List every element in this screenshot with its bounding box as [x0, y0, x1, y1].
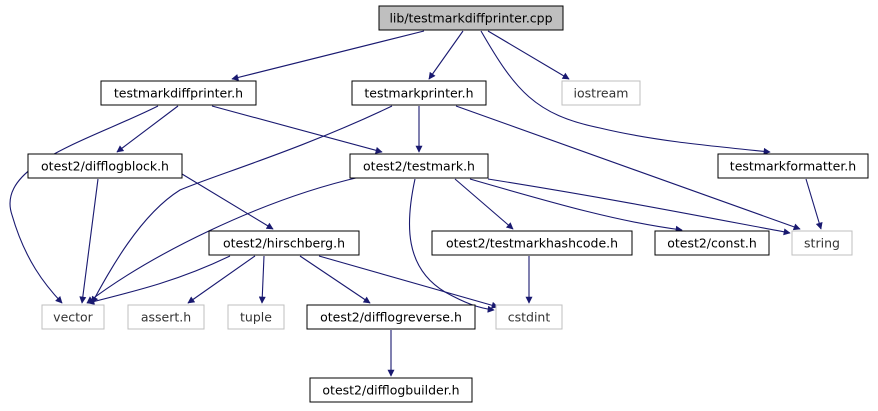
- node-box: [717, 153, 869, 179]
- node-box: [495, 304, 563, 330]
- node-box: [208, 230, 360, 256]
- node-box: [654, 230, 770, 256]
- node-box: [309, 377, 473, 403]
- node-label: testmarkdiffprinter.h: [114, 86, 243, 101]
- edge-testmark-h-to-testmarkhashcode-h: [454, 178, 514, 230]
- node-string: string: [791, 230, 853, 256]
- edge-difflogblock-h-to-vector: [79, 178, 99, 304]
- node-box: [378, 5, 564, 31]
- node-box: [306, 304, 476, 330]
- node-label: otest2/difflogblock.h: [41, 159, 169, 174]
- edge-root-to-testmarkprinter-h: [428, 30, 464, 80]
- node-box: [431, 230, 633, 256]
- node-difflogreverse-h[interactable]: otest2/difflogreverse.h: [306, 304, 476, 330]
- node-testmark-h[interactable]: otest2/testmark.h: [349, 153, 489, 179]
- node-cstdint: cstdint: [495, 304, 563, 330]
- node-label: otest2/testmarkhashcode.h: [446, 236, 618, 251]
- edge-testmark-h-to-const-h: [469, 178, 683, 233]
- node-label: assert.h: [141, 310, 191, 325]
- edge-hirschberg-h-to-assert-h: [187, 255, 256, 304]
- node-label: testmarkprinter.h: [364, 86, 473, 101]
- node-box: [791, 230, 853, 256]
- node-testmarkdiffprinter-h[interactable]: testmarkdiffprinter.h: [100, 80, 257, 106]
- node-assert-h: assert.h: [127, 304, 205, 330]
- node-root[interactable]: lib/testmarkdiffprinter.cpp: [378, 5, 564, 31]
- edge-testmarkdiffprinter-h-to-vector: [9, 105, 159, 304]
- edge-testmarkprinter-h-to-string: [455, 105, 801, 231]
- node-label: iostream: [574, 86, 629, 101]
- node-label: vector: [53, 310, 94, 325]
- node-label: cstdint: [508, 310, 551, 325]
- node-box: [351, 80, 487, 106]
- node-label: tuple: [240, 310, 272, 325]
- edge-hirschberg-h-to-vector: [87, 255, 231, 305]
- edge-testmark-h-to-string: [487, 178, 791, 236]
- node-label: string: [804, 236, 840, 251]
- node-label: lib/testmarkdiffprinter.cpp: [389, 11, 552, 26]
- edge-root-to-iostream: [487, 30, 570, 80]
- edge-testmarkprinter-h-to-vector: [91, 105, 393, 304]
- node-label: otest2/testmark.h: [363, 159, 475, 174]
- edge-testmarkformatter-h-to-string: [805, 178, 823, 230]
- edge-hirschberg-h-to-tuple: [258, 255, 266, 304]
- node-difflogbuilder-h[interactable]: otest2/difflogbuilder.h: [309, 377, 473, 403]
- node-hirschberg-h[interactable]: otest2/hirschberg.h: [208, 230, 360, 256]
- edge-root-to-testmarkdiffprinter-h: [231, 30, 425, 81]
- node-label: otest2/hirschberg.h: [223, 236, 345, 251]
- node-vector: vector: [41, 304, 105, 330]
- edge-testmarkdiffprinter-h-to-testmark-h: [211, 105, 383, 154]
- edge-difflogblock-h-to-hirschberg-h: [181, 173, 274, 230]
- node-box: [127, 304, 205, 330]
- edge-hirschberg-h-to-cstdint: [318, 255, 499, 309]
- node-iostream: iostream: [561, 80, 641, 106]
- node-box: [227, 304, 285, 330]
- node-box: [27, 153, 183, 179]
- node-tuple: tuple: [227, 304, 285, 330]
- node-box: [100, 80, 257, 106]
- edge-testmark-h-to-cstdint: [408, 178, 495, 313]
- node-testmarkprinter-h[interactable]: testmarkprinter.h: [351, 80, 487, 106]
- nodes: lib/testmarkdiffprinter.cpp testmarkdiffp…: [27, 5, 869, 403]
- node-difflogblock-h[interactable]: otest2/difflogblock.h: [27, 153, 183, 179]
- node-label: testmarkformatter.h: [730, 159, 856, 174]
- node-box: [349, 153, 489, 179]
- node-testmarkhashcode-h[interactable]: otest2/testmarkhashcode.h: [431, 230, 633, 256]
- node-label: otest2/const.h: [667, 236, 757, 251]
- node-testmarkformatter-h[interactable]: testmarkformatter.h: [717, 153, 869, 179]
- edge-hirschberg-h-to-difflogreverse-h: [299, 255, 371, 304]
- node-box: [561, 80, 641, 106]
- edge-root-to-testmarkformatter-h: [480, 30, 771, 155]
- node-const-h[interactable]: otest2/const.h: [654, 230, 770, 256]
- node-label: otest2/difflogreverse.h: [320, 310, 462, 325]
- node-label: otest2/difflogbuilder.h: [322, 383, 459, 398]
- node-box: [41, 304, 105, 330]
- edge-testmarkdiffprinter-h-to-difflogblock-h: [116, 105, 179, 153]
